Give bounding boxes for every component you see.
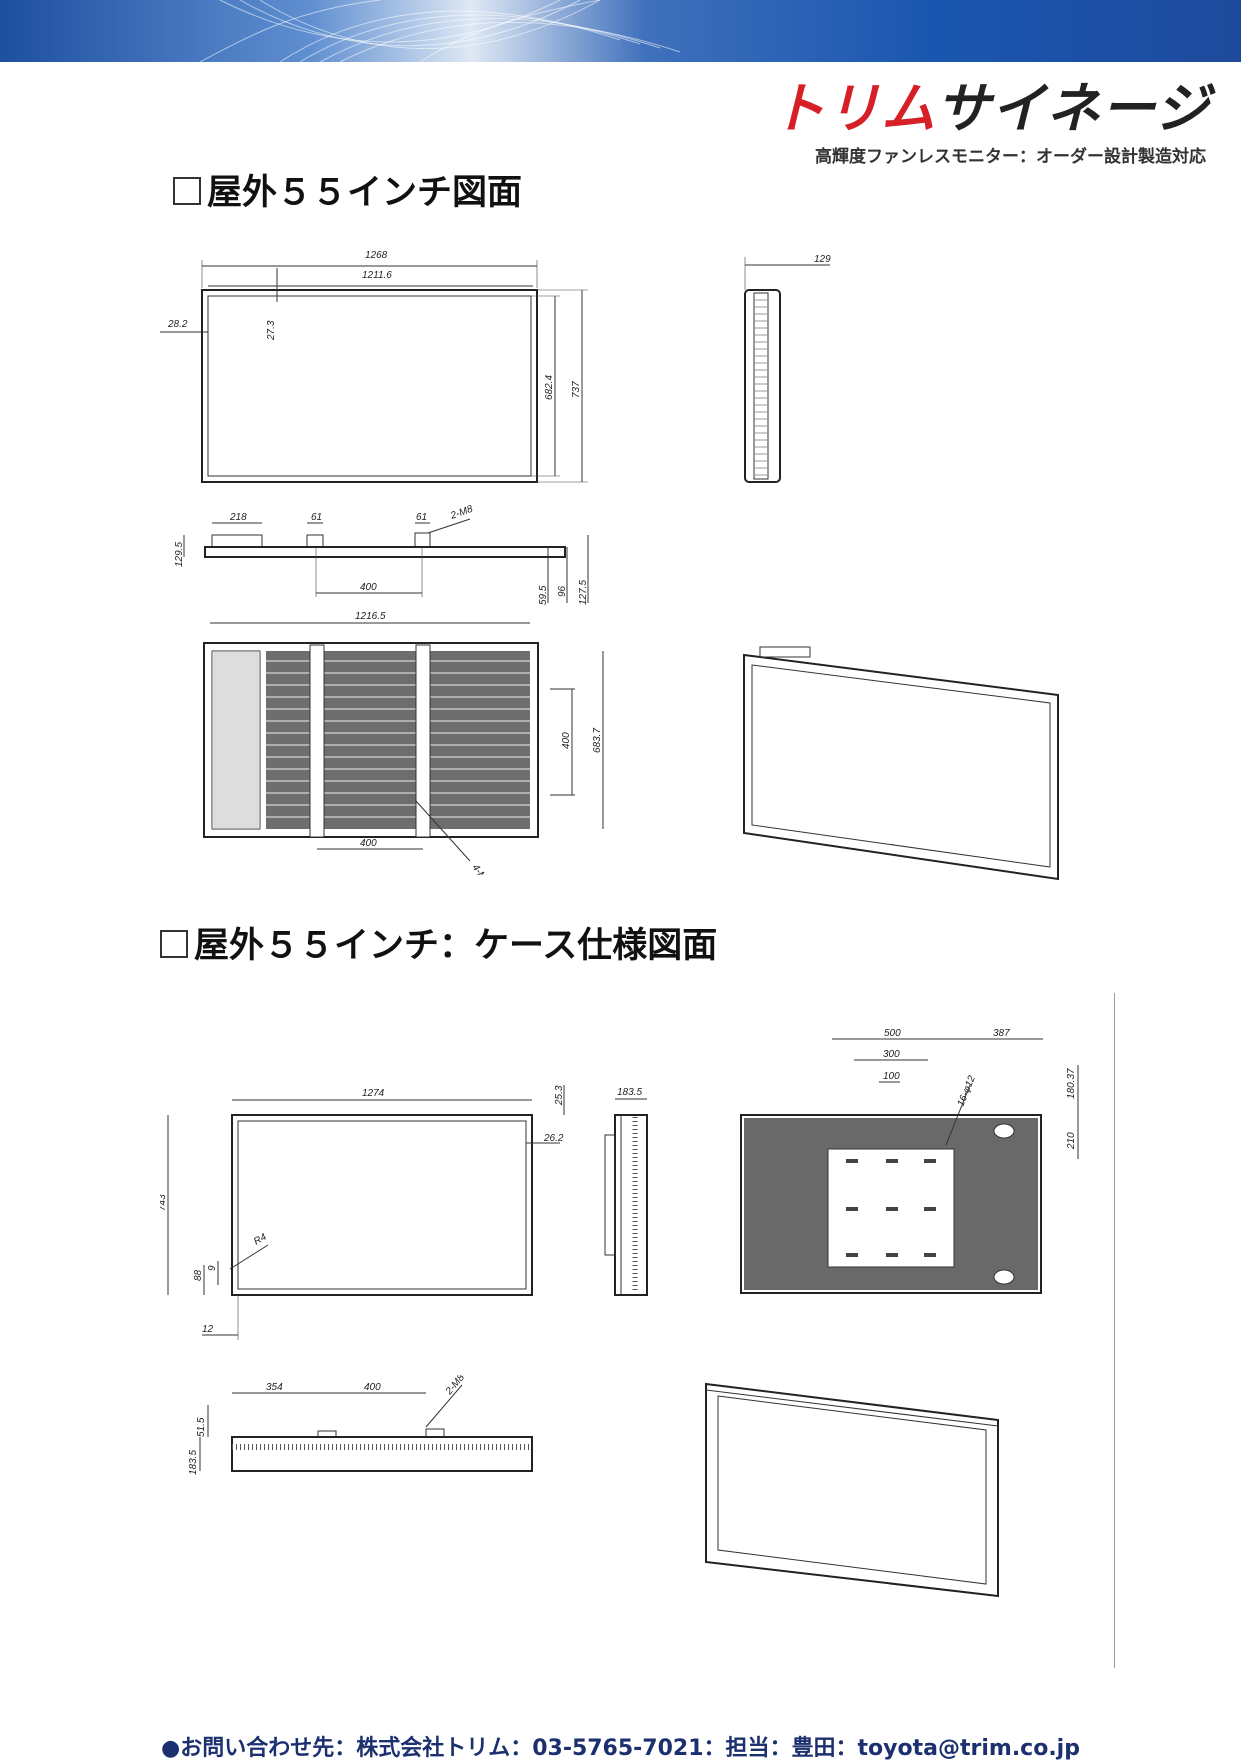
dim-case-bezel-side: 26.2 <box>543 1133 564 1144</box>
drawing1-front-view: 1268 1211.6 28.2 27.3 682.4 737 <box>160 250 588 483</box>
dim-88: 88 <box>193 1269 204 1281</box>
section-title-2: 屋外５５インチ：ケース仕様図面 <box>160 917 717 968</box>
dim-96: 96 <box>557 585 568 597</box>
dim-387: 387 <box>993 1028 1010 1039</box>
section-title-2-text: 屋外５５インチ：ケース仕様図面 <box>194 926 718 966</box>
dim-case-height: 743 <box>160 1194 168 1211</box>
dim-300: 300 <box>883 1049 900 1060</box>
dim-500: 500 <box>884 1028 901 1039</box>
drawing2-back-view: 500 387 300 100 16-φ12 180.37 210 <box>740 1028 1079 1294</box>
dim-case-width: 1274 <box>362 1088 385 1099</box>
logo-dark-part: サイネージ <box>936 77 1210 140</box>
section-title-1: 屋外５５インチ図面 <box>173 164 522 215</box>
dim-case-side-depth: 183.5 <box>617 1087 642 1098</box>
brand-logo: トリムサイネージ 高輝度ファンレスモニター：オーダー設計製造対応 <box>771 78 1210 168</box>
dim-top-depth: 129.5 <box>174 542 185 567</box>
dim-inner-height: 682.4 <box>544 375 555 400</box>
dim-case-pitch: 400 <box>364 1382 381 1393</box>
logo-red-part: トリム <box>771 77 937 140</box>
dim-case-top-depth: 183.5 <box>188 1450 199 1475</box>
dim-pitch-top: 400 <box>360 582 377 593</box>
drawing2-top-view: 354 400 2-M8 51.5 183.5 <box>188 1375 533 1475</box>
wave-graphic <box>199 0 681 62</box>
label-holes: 16-φ12 <box>956 1074 978 1108</box>
drawing2-side-view: 183.5 <box>604 1087 648 1296</box>
label-screw-back: 4-M8 <box>470 862 492 875</box>
label-case-screw: 2-M8 <box>443 1375 467 1398</box>
label-radius: R4 <box>252 1231 269 1247</box>
dim-354: 354 <box>266 1382 283 1393</box>
dim-back-width: 1216.5 <box>355 611 386 622</box>
header-banner <box>0 0 1241 62</box>
dim-case-bezel-top: 25.3 <box>554 1085 565 1106</box>
drawing1-top-view: 218 61 61 2-M8 129.5 400 59.5 96 127.5 <box>174 505 589 605</box>
dim-61-a: 61 <box>311 512 322 523</box>
dim-51-5: 51.5 <box>196 1417 207 1437</box>
dim-9: 9 <box>207 1265 218 1271</box>
dim-back-height: 683.7 <box>592 728 603 753</box>
dim-side-depth: 129 <box>814 254 831 265</box>
dim-vesa-vertical: 400 <box>561 732 572 749</box>
drawing2-perspective-view <box>705 1382 999 1598</box>
logo-text: トリムサイネージ <box>771 78 1210 140</box>
checkbox-square-icon <box>173 177 201 205</box>
dim-overall-height: 737 <box>571 381 582 398</box>
dim-vesa-horizontal: 400 <box>360 838 377 849</box>
dim-180-37: 180.37 <box>1066 1068 1077 1099</box>
dim-12: 12 <box>202 1324 214 1335</box>
dim-inner-width: 1211.6 <box>362 270 392 281</box>
dim-61-b: 61 <box>416 512 427 523</box>
drawing-boundary-line <box>1114 993 1115 1668</box>
drawing1-back-view: 1216.5 400 683.7 400 4-M8 <box>203 611 604 875</box>
dim-100: 100 <box>883 1071 900 1082</box>
dim-bezel-top: 27.3 <box>266 320 277 341</box>
footer-contact: ●お問い合わせ先：株式会社トリム：03-5765-7021：担当：豊田：toyo… <box>161 1736 1080 1761</box>
dim-59-5: 59.5 <box>538 585 549 605</box>
label-screw-top: 2-M8 <box>448 505 475 522</box>
dim-210: 210 <box>1066 1132 1077 1150</box>
checkbox-square-icon <box>160 930 188 958</box>
dim-bezel-side: 28.2 <box>167 319 188 330</box>
drawing1-perspective-view <box>743 646 1059 881</box>
dim-127-5: 127.5 <box>578 580 589 605</box>
dim-overall-width: 1268 <box>365 250 388 261</box>
section-title-1-text: 屋外５５インチ図面 <box>207 173 523 213</box>
dim-218: 218 <box>229 512 247 523</box>
logo-subtitle: 高輝度ファンレスモニター：オーダー設計製造対応 <box>815 147 1206 167</box>
drawing2-front-view: 1274 25.3 26.2 743 88 9 R4 12 <box>160 1085 565 1340</box>
drawing1-side-view: 129 <box>744 254 831 483</box>
